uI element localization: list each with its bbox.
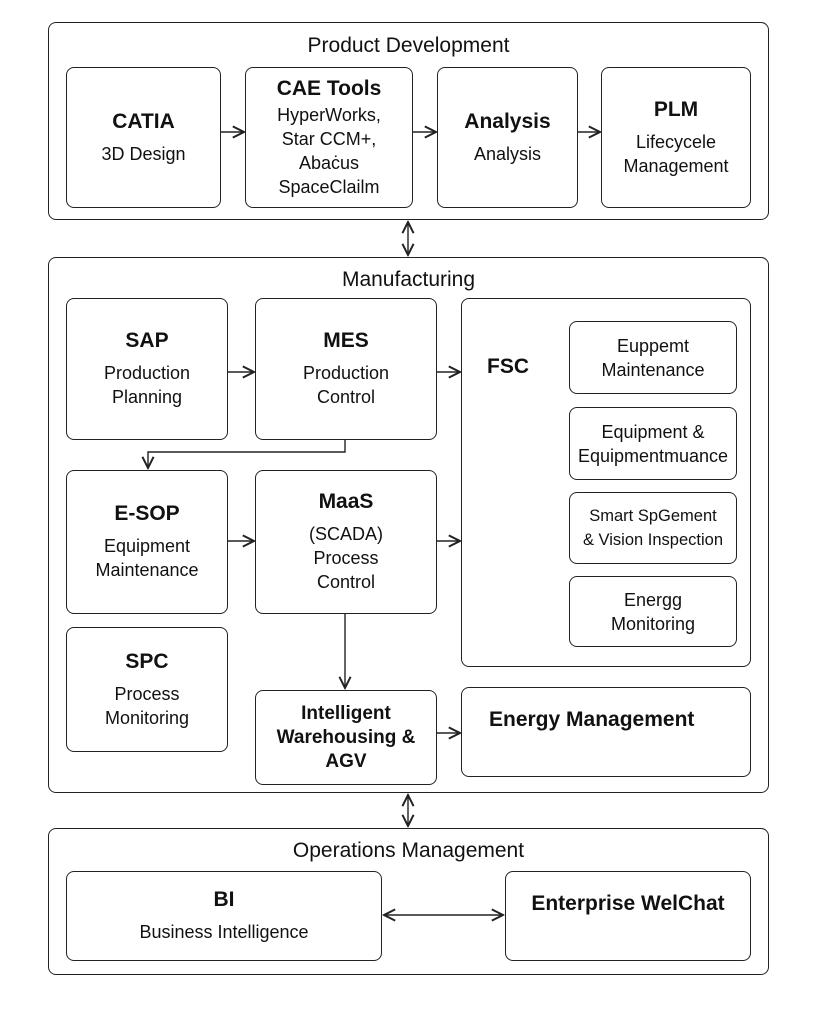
maas-box[interactable]: MaaS (SCADA) Process Control bbox=[255, 470, 437, 614]
sap-box[interactable]: SAP Production Planning bbox=[66, 298, 228, 440]
catia-box[interactable]: CATIA 3D Design bbox=[66, 67, 221, 208]
box-title: CATIA bbox=[112, 109, 175, 133]
box-subtitle: Analysis bbox=[473, 143, 542, 164]
box-subtitle: Business Intelligence bbox=[139, 922, 309, 942]
fsc-item-label: Equipment & Equipmentmuance bbox=[577, 421, 729, 466]
box-subtitle: HyperWorks, Star CCM+, Abaċus SpaceClail… bbox=[277, 104, 381, 197]
box-title: Energy Management bbox=[489, 708, 695, 731]
energy-management-box[interactable]: Energy Management bbox=[461, 687, 751, 777]
fsc-item-label: Energg Monitoring bbox=[610, 589, 696, 634]
box-subtitle: Process Monitoring bbox=[104, 683, 190, 728]
section-title: Operations Management bbox=[292, 839, 525, 862]
operations-management-section: Operations Management bbox=[48, 828, 769, 975]
fsc-item-label: Smart SpGement & Vision Inspection bbox=[582, 507, 724, 549]
box-title: SPC bbox=[125, 649, 169, 673]
intelligent-warehousing-box[interactable]: Intelligent Warehousing & AGV bbox=[255, 690, 437, 785]
bi-box[interactable]: BI Business Intelligence bbox=[66, 871, 382, 961]
box-subtitle: (SCADA) Process Control bbox=[308, 524, 383, 592]
box-subtitle: Production Planning bbox=[103, 363, 191, 407]
box-subtitle: Equipment Maintenance bbox=[95, 536, 199, 580]
box-subtitle: 3D Design bbox=[101, 143, 186, 164]
mes-box[interactable]: MES Production Control bbox=[255, 298, 437, 440]
plm-box[interactable]: PLM Lifecycele Management bbox=[601, 67, 751, 208]
box-title: BI bbox=[213, 888, 235, 911]
manufacturing-section: Manufacturing bbox=[48, 257, 769, 793]
fsc-item-vision-inspection[interactable]: Smart SpGement & Vision Inspection bbox=[569, 492, 737, 564]
box-title: SAP bbox=[125, 329, 169, 352]
product-development-section: Product Development bbox=[48, 22, 769, 220]
box-title: Enterprise WelChat bbox=[531, 892, 725, 915]
box-subtitle: Lifecycele Management bbox=[623, 131, 729, 176]
fsc-item-energy-monitoring[interactable]: Energg Monitoring bbox=[569, 576, 737, 647]
box-title: MES bbox=[323, 329, 369, 352]
section-title: Product Development bbox=[307, 34, 510, 57]
arrow-mes-esop bbox=[148, 440, 346, 468]
enterprise-wechat-box[interactable]: Enterprise WelChat bbox=[505, 871, 751, 961]
fsc-item-equipment[interactable]: Equipment & Equipmentmuance bbox=[569, 407, 737, 480]
box-title: E-SOP bbox=[114, 502, 180, 525]
fsc-item-label: Euppemt Maintenance bbox=[601, 335, 705, 380]
box-title: PLM bbox=[653, 97, 699, 121]
fsc-title: FSC bbox=[487, 355, 529, 378]
box-title: MaaS bbox=[318, 490, 374, 513]
esop-box[interactable]: E-SOP Equipment Maintenance bbox=[66, 470, 228, 614]
box-title: Intelligent Warehousing & AGV bbox=[276, 702, 416, 772]
spc-box[interactable]: SPC Process Monitoring bbox=[66, 627, 228, 752]
box-subtitle: Production Control bbox=[302, 363, 390, 407]
fsc-item-equipment-maintenance[interactable]: Euppemt Maintenance bbox=[569, 321, 737, 394]
box-title: Analysis bbox=[464, 109, 551, 133]
box-title: CAE Tools bbox=[276, 76, 382, 100]
section-title: Manufacturing bbox=[341, 268, 476, 291]
